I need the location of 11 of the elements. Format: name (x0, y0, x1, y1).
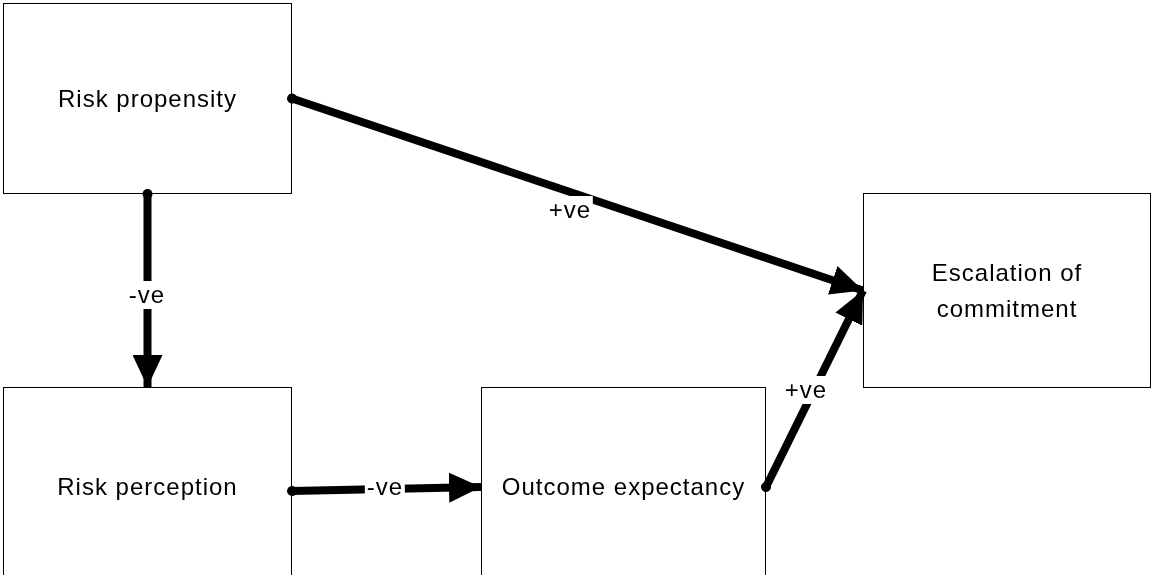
arrow (761, 288, 867, 492)
node-text: Risk propensity (56, 83, 239, 114)
node-text: Escalation of commitment (930, 257, 1084, 324)
process-box (3, 387, 292, 575)
process-box (3, 3, 292, 194)
node-text: Risk perception (56, 472, 239, 502)
process-box (481, 387, 766, 575)
node-text: Outcome expectancy (500, 472, 747, 502)
process-box (863, 193, 1151, 388)
arrow (132, 189, 163, 387)
arrow (287, 93, 865, 295)
